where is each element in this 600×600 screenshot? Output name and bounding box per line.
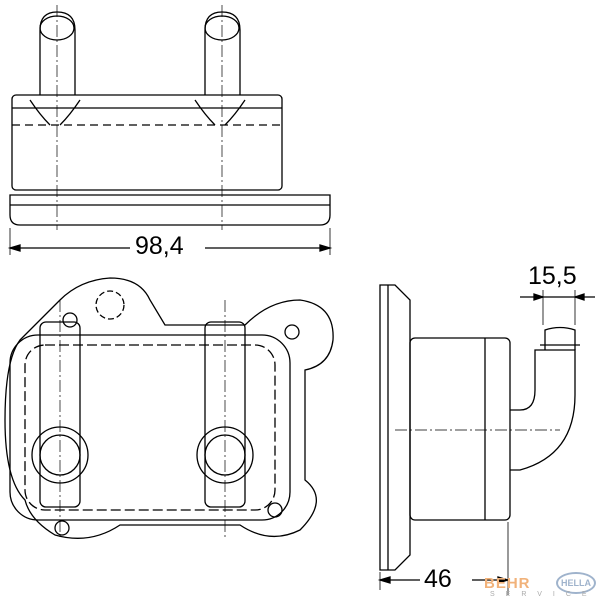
dimension-pipe-offset: 15,5 (528, 262, 577, 290)
service-label: SERVICE (490, 591, 598, 598)
dimension-width: 98,4 (135, 232, 184, 260)
behr-logo: BEHR (484, 575, 531, 592)
dimension-depth: 46 (424, 565, 452, 593)
side-view (377, 284, 595, 595)
top-view (7, 5, 333, 255)
hella-logo: HELLA (556, 572, 596, 594)
front-view (4, 277, 334, 540)
